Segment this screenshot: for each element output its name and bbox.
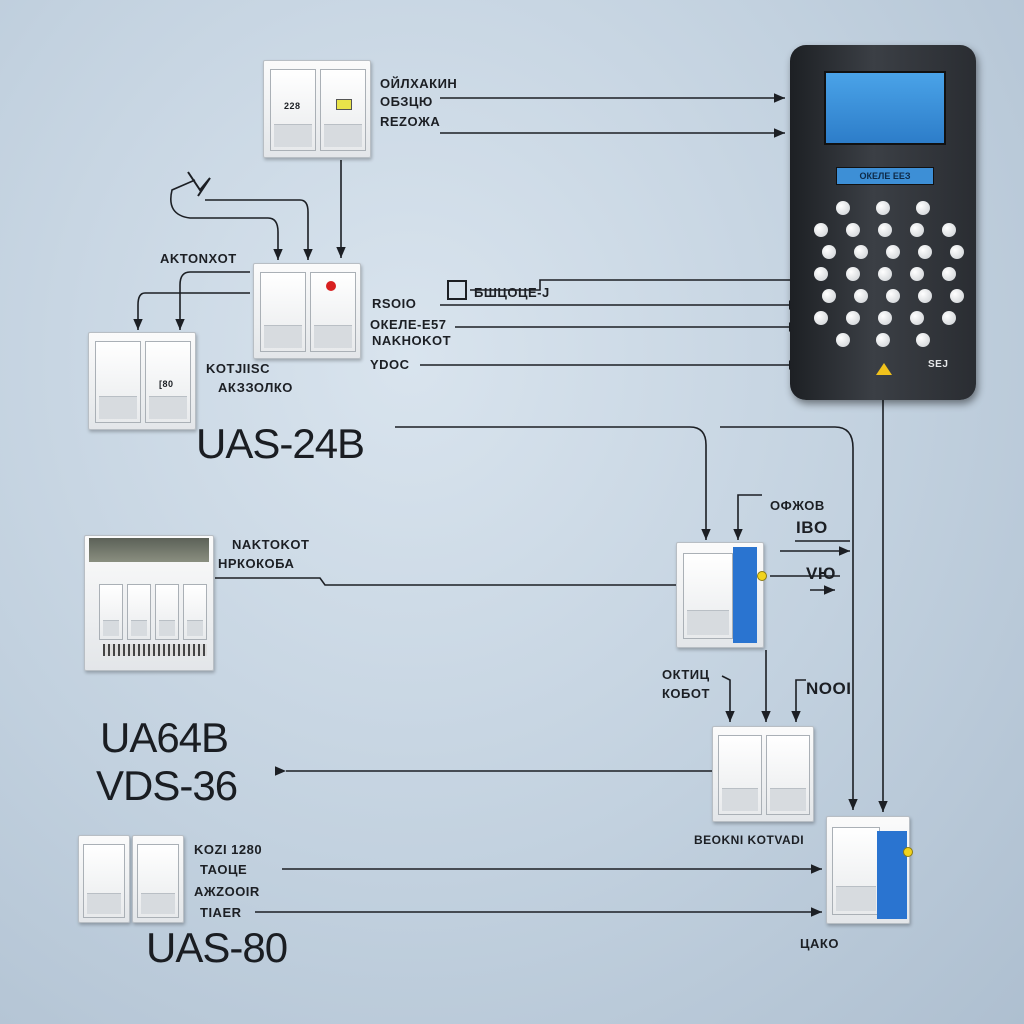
title-ua64b: UA64B	[100, 714, 229, 761]
keypad-button[interactable]	[918, 245, 932, 259]
keypad-button[interactable]	[854, 245, 868, 259]
keypad-button[interactable]	[942, 223, 956, 237]
keypad-button[interactable]	[918, 289, 932, 303]
din-module-bottom	[826, 816, 913, 924]
keypad-button[interactable]	[942, 267, 956, 281]
keypad-button[interactable]	[916, 333, 930, 347]
warning-icon	[876, 363, 892, 375]
label-left-2: АКЗЗОЛКО	[218, 380, 293, 395]
wire	[133, 292, 250, 330]
keypad-controller: ОКЕЛЕ ЕЕЗ SEJ	[790, 45, 976, 400]
wire	[721, 675, 735, 722]
label-bottom-mid: BEOKNI KOTVADI	[694, 833, 805, 847]
keypad-button[interactable]	[846, 311, 860, 325]
keypad-button[interactable]	[910, 223, 924, 237]
label-device-1: NAKTOKOT	[232, 537, 310, 552]
title-uas80: UAS-80	[146, 924, 288, 971]
label-mid-2: ОКЕЛЕ-Е57	[370, 317, 447, 332]
label-top-2: ОБЗЦЮ	[380, 94, 433, 109]
keypad-button[interactable]	[846, 223, 860, 237]
keypad-button[interactable]	[886, 289, 900, 303]
switch-tag: [80	[159, 379, 174, 389]
label-left-1: KOTJIISC	[206, 361, 270, 376]
label-right-1: ОФЖОВ	[770, 498, 825, 513]
wire	[205, 199, 313, 260]
checkbox-symbol	[447, 280, 467, 300]
din-module-mid	[676, 542, 767, 648]
relay-block-device	[84, 535, 214, 671]
label-top-3: REZOЖА	[380, 114, 441, 129]
keypad-badge: SEJ	[928, 359, 949, 370]
keypad-button[interactable]	[814, 267, 828, 281]
din-switch-lower	[712, 726, 814, 822]
label-mid-3: NAKHOKOT	[372, 333, 452, 348]
label-bottom-left-3: AЖZOOIR	[194, 884, 260, 899]
keypad-button[interactable]	[878, 311, 892, 325]
bottom-left-switch-2	[132, 835, 184, 923]
keypad-button[interactable]	[942, 311, 956, 325]
label-bottom-left-1: KOZI 1280	[194, 842, 263, 857]
module-blue-cover	[877, 831, 907, 919]
terminal-strip	[103, 644, 207, 656]
keypad-button[interactable]	[916, 201, 930, 215]
wire	[395, 426, 711, 540]
label-mid-4: YDOC	[370, 357, 410, 372]
wire	[215, 577, 676, 586]
keypad-button[interactable]	[950, 245, 964, 259]
label-top-1: ОЙЛХАКИН	[380, 76, 458, 91]
label-lower-1: ОКТИЦ	[662, 667, 710, 682]
keypad-button[interactable]	[876, 333, 890, 347]
keypad-button[interactable]	[846, 267, 860, 281]
middle-switch	[253, 263, 361, 359]
keypad-button[interactable]	[822, 245, 836, 259]
label-lower-2: КОБОТ	[662, 686, 710, 701]
module-indicator	[757, 571, 767, 581]
top-switch: 228	[263, 60, 371, 158]
label-bottom-left-4: TIAER	[200, 905, 242, 920]
label-aktonxot: AKTONXOT	[160, 251, 237, 266]
wire	[791, 679, 806, 722]
label-right-2: IBO	[796, 518, 828, 537]
keypad-button[interactable]	[854, 289, 868, 303]
keypad-button[interactable]	[886, 245, 900, 259]
keypad-button[interactable]	[836, 201, 850, 215]
bottom-left-switch-1	[78, 835, 130, 923]
label-bottom-right: ЦАКО	[800, 936, 839, 951]
indicator-light	[336, 99, 352, 110]
wire	[720, 426, 858, 810]
box-label: БШЦОЦЕ-Ј	[474, 285, 550, 300]
label-device-2: НРКОКОБА	[218, 556, 295, 571]
module-indicator	[903, 847, 913, 857]
module-blue-cover	[733, 547, 757, 643]
keypad-screen	[824, 71, 946, 145]
wire	[175, 271, 250, 330]
title-vds36: VDS-36	[96, 762, 238, 809]
label-bottom-left-2: ТАОЦЕ	[200, 862, 248, 877]
wire	[470, 279, 800, 291]
label-mid-1: RSOIO	[372, 296, 417, 311]
keypad-button[interactable]	[950, 289, 964, 303]
red-indicator	[326, 281, 336, 291]
keypad-button[interactable]	[910, 267, 924, 281]
wire	[170, 179, 283, 260]
keypad-button[interactable]	[876, 201, 890, 215]
label-right-3: VЮ	[806, 564, 836, 583]
left-switch: [80	[88, 332, 196, 430]
keypad-button[interactable]	[814, 223, 828, 237]
keypad-button[interactable]	[836, 333, 850, 347]
keypad-strip: ОКЕЛЕ ЕЕЗ	[836, 167, 934, 185]
switch-tag: 228	[284, 101, 301, 111]
wire	[733, 494, 762, 540]
keypad-button[interactable]	[822, 289, 836, 303]
keypad-button[interactable]	[910, 311, 924, 325]
label-noi: NOOI	[806, 679, 852, 698]
keypad-button[interactable]	[878, 223, 892, 237]
device-top-plate	[89, 538, 209, 562]
pointer-symbol	[187, 171, 211, 197]
title-uas24b: UAS-24B	[196, 420, 365, 467]
keypad-button[interactable]	[814, 311, 828, 325]
keypad-button[interactable]	[878, 267, 892, 281]
